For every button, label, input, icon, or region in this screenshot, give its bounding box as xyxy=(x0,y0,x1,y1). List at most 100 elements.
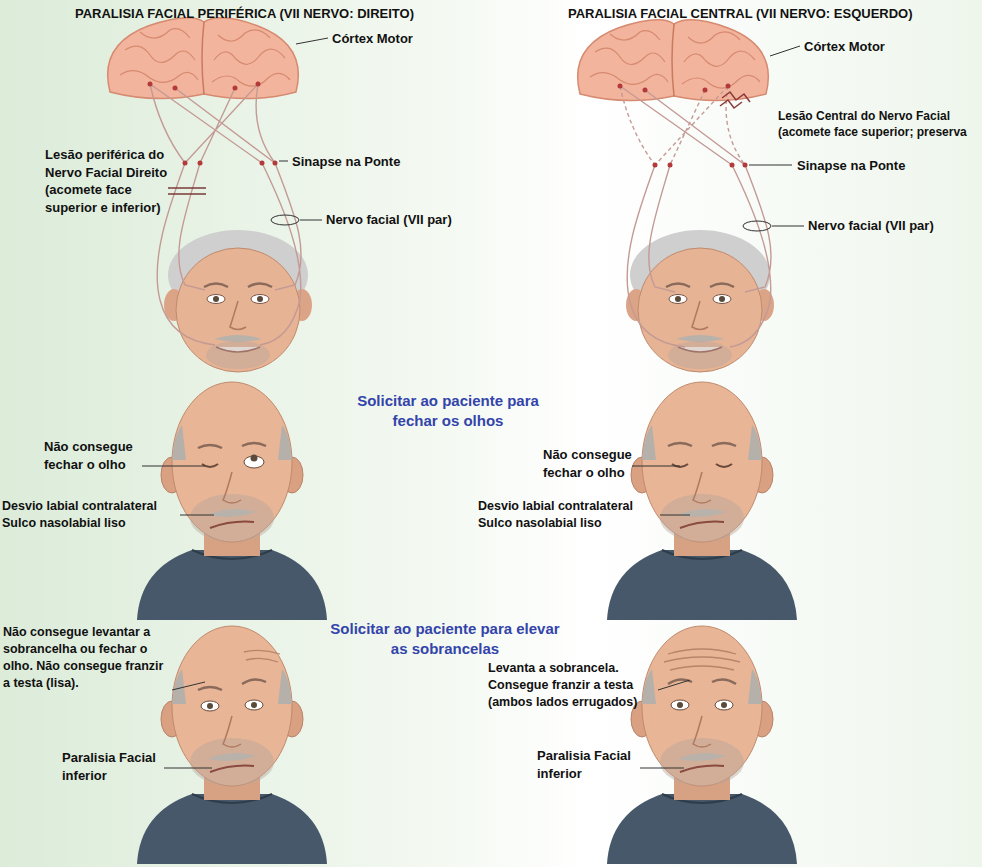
patient-close-eyes-left xyxy=(137,382,327,620)
part-label: Nervo facial (VII par) xyxy=(326,211,486,229)
lesion-mark-right xyxy=(720,92,750,108)
patient-raise-brows-right xyxy=(607,626,797,864)
leader-lines-top-left xyxy=(271,161,322,225)
patient-raise-brows-left xyxy=(207,703,213,709)
patient-raise-brows-left xyxy=(244,650,280,662)
patient-raise-brows-left xyxy=(251,702,257,708)
leader-lines-faces xyxy=(640,768,684,769)
synapse-dots-right xyxy=(730,163,735,168)
patient-raise-brows-right xyxy=(607,626,797,864)
synapse-dots-right xyxy=(703,88,708,93)
part-label: Córtex Motor xyxy=(804,38,924,56)
nerve-paths-right xyxy=(620,86,771,347)
lesion-note: Lesão periférica do Nervo Facial Direito… xyxy=(45,146,185,216)
panel-heading: PARALISIA FACIAL CENTRAL (VII NERVO: ESQ… xyxy=(568,5,978,23)
nerve-paths-right xyxy=(655,86,728,165)
leader-lines-top-left xyxy=(271,215,299,225)
synapse-dots-left xyxy=(256,82,261,87)
patient-close-eyes-right xyxy=(672,464,732,467)
nerve-paths-right xyxy=(620,86,745,165)
leader-lines-faces xyxy=(632,466,680,467)
nerve-paths-left xyxy=(150,84,301,345)
leader-lines-faces xyxy=(142,466,205,467)
synapse-dots-right xyxy=(726,84,731,89)
finding-note: Paralisia Facial inferior xyxy=(537,747,637,782)
instruction: Solicitar ao paciente para fechar os olh… xyxy=(338,391,558,432)
nerve-paths-right xyxy=(627,165,685,347)
patient-raise-brows-right xyxy=(680,766,724,772)
patient-raise-brows-right xyxy=(677,702,683,708)
synapse-dots-left xyxy=(260,161,265,166)
patient-close-eyes-right xyxy=(668,443,736,446)
leader-lines-faces xyxy=(180,515,214,516)
part-label: Córtex Motor xyxy=(332,30,452,48)
patient-raise-brows-left xyxy=(210,766,254,772)
leader-lines-top-right xyxy=(296,38,804,231)
leader-lines-top-right xyxy=(296,38,328,44)
finding-note: Não consegue fechar o olho xyxy=(543,446,653,481)
nerve-paths-right xyxy=(730,165,771,347)
patient-close-eyes-right xyxy=(607,382,797,620)
patient-close-eyes-left xyxy=(137,382,327,620)
leader-lines-faces xyxy=(142,466,690,768)
synapse-dots-left xyxy=(148,82,278,166)
brain-left xyxy=(108,18,299,99)
patient-raise-brows-left xyxy=(137,626,327,864)
leader-lines-top-right xyxy=(772,226,804,227)
synapse-dots-left xyxy=(183,161,188,166)
patient-close-eyes-left xyxy=(208,509,256,517)
patient-raise-brows-left xyxy=(198,679,266,690)
nerve-paths-right xyxy=(620,86,745,165)
patient-raise-brows-left xyxy=(201,701,219,711)
upper-face-left xyxy=(164,230,312,372)
part-label: Nervo facial (VII par) xyxy=(808,217,978,235)
upper-face-right xyxy=(626,230,774,372)
leader-lines-faces xyxy=(658,680,690,690)
leader-lines-top-left xyxy=(300,220,322,221)
finding-note: Não consegue levantar a sobrancelha ou f… xyxy=(3,624,168,692)
brain-right xyxy=(578,20,769,101)
patient-raise-brows-left xyxy=(137,626,327,864)
patient-raise-brows-right xyxy=(721,702,727,708)
panel-heading: PARALISIA FACIAL PERIFÉRICA (VII NERVO: … xyxy=(75,5,495,23)
patient-raise-brows-right xyxy=(671,700,689,710)
upper-face-right xyxy=(626,230,774,372)
instruction: Solicitar ao paciente para elevar as sob… xyxy=(325,619,565,660)
part-label: Sinapse na Ponte xyxy=(292,153,432,171)
leader-lines-top-right xyxy=(749,165,792,166)
lesion-mark-left xyxy=(168,187,206,189)
patient-close-eyes-left xyxy=(210,522,254,528)
brain-left xyxy=(108,18,299,99)
brain-right xyxy=(578,20,769,101)
synapse-dots-right xyxy=(618,84,748,168)
leader-lines-top-left xyxy=(279,161,288,162)
synapse-dots-left xyxy=(173,86,178,91)
nerve-paths-left xyxy=(157,163,215,345)
synapse-dots-left xyxy=(198,161,203,166)
synapse-dots-right xyxy=(653,163,658,168)
leader-lines-faces xyxy=(164,768,212,769)
lesion-note: Lesão Central do Nervo Facial (acomete f… xyxy=(778,108,980,140)
patient-raise-brows-right xyxy=(678,753,726,761)
finding-note: Paralisia Facial inferior xyxy=(62,749,162,784)
nerve-paths-left xyxy=(260,163,301,345)
synapse-dots-right xyxy=(618,84,623,89)
finding-note: Desvio labial contralateral Sulco nasola… xyxy=(478,498,658,532)
patient-raise-brows-right xyxy=(664,649,740,670)
finding-note: Desvio labial contralateral Sulco nasola… xyxy=(2,498,180,532)
leader-lines-top-right xyxy=(770,46,800,56)
nerve-paths-left xyxy=(150,84,275,163)
lesion-mark-left xyxy=(168,193,206,195)
synapse-dots-right xyxy=(668,163,673,168)
patient-close-eyes-left xyxy=(251,455,258,462)
nerve-paths-left xyxy=(150,84,275,163)
patient-raise-brows-right xyxy=(715,700,733,710)
leader-lines-faces xyxy=(172,682,205,690)
leader-lines-faces xyxy=(660,515,690,516)
patient-close-eyes-left xyxy=(198,443,266,448)
patient-raise-brows-left xyxy=(245,700,263,710)
patient-raise-brows-left xyxy=(208,753,256,761)
lesion-mark-right xyxy=(720,100,742,108)
patient-close-eyes-right xyxy=(607,382,797,620)
